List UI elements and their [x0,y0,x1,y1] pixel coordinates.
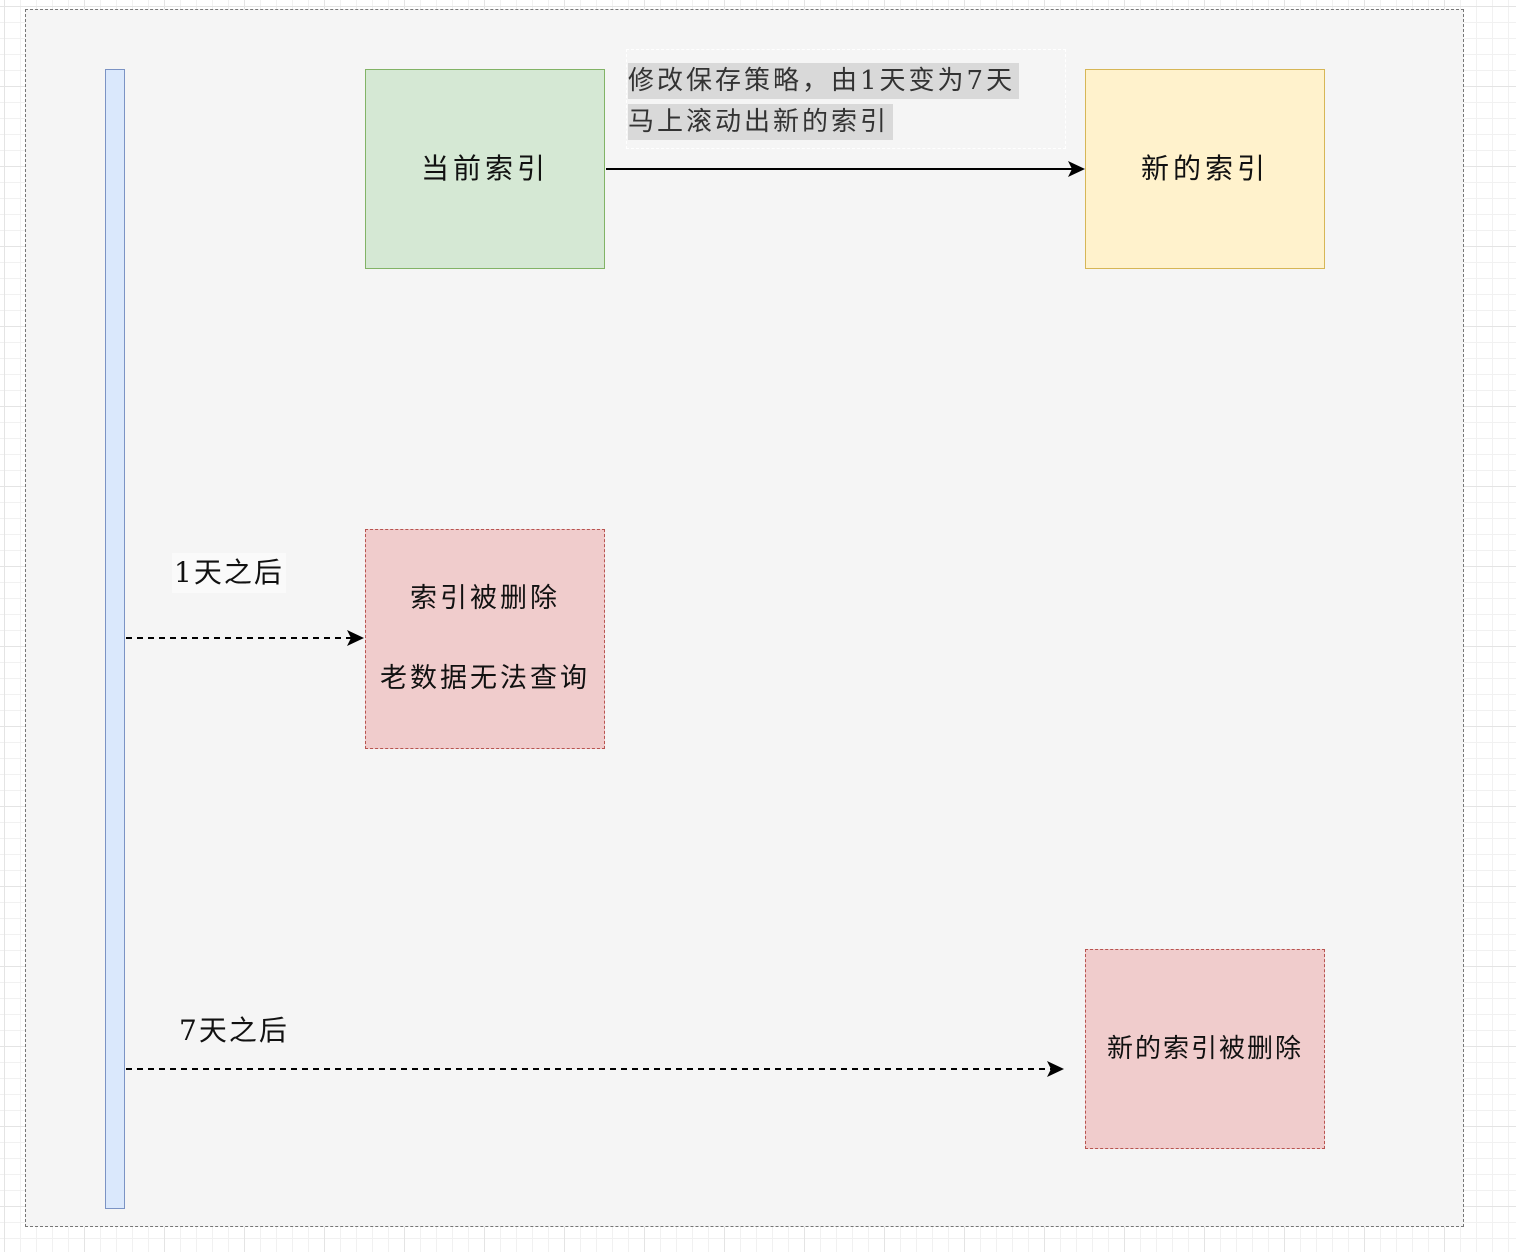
new-index-deleted-label: 新的索引被删除 [1106,1034,1303,1064]
old-index-deleted-node[interactable]: 索引被删除 老数据无法查询 [365,529,605,749]
after-1-day-label: 1天之后 [172,553,286,593]
after-7-days-label: 7天之后 [179,1014,289,1047]
old-index-deleted-line1: 索引被删除 [410,583,560,614]
new-index-label: 新的索引 [1140,152,1269,185]
policy-note-line2: 马上滚动出新的索引 [628,104,894,140]
old-index-deleted-line2: 老数据无法查询 [380,663,590,694]
new-index-deleted-node[interactable]: 新的索引被删除 [1085,949,1325,1149]
current-index-label: 当前索引 [420,152,549,185]
current-index-node[interactable]: 当前索引 [365,69,605,269]
new-index-node[interactable]: 新的索引 [1085,69,1325,269]
policy-note-line1: 修改保存策略，由1天变为7天 [628,63,1020,99]
timeline-bar [105,69,125,1209]
policy-note-box [626,49,1066,149]
